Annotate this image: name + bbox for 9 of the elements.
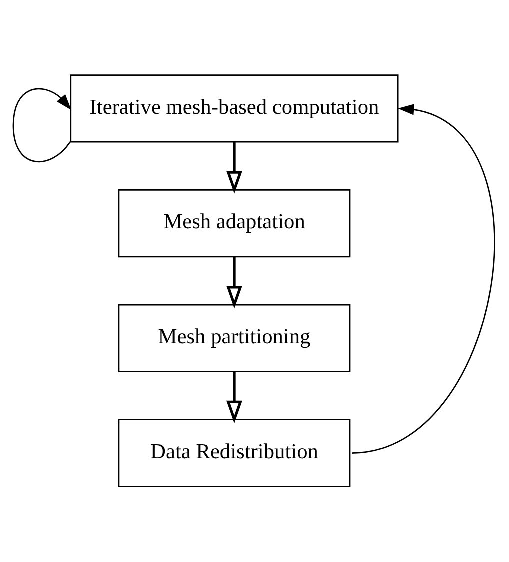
arrow [226,142,242,194]
node-box: Iterative mesh-based computation [70,74,399,143]
node-box: Data Redistribution [118,419,351,488]
arrow [12,88,72,162]
arrow [352,104,496,454]
arrow [226,372,242,424]
node-box: Mesh partitioning [118,304,351,372]
node-box: Mesh adaptation [118,190,351,258]
arrow [226,257,242,309]
